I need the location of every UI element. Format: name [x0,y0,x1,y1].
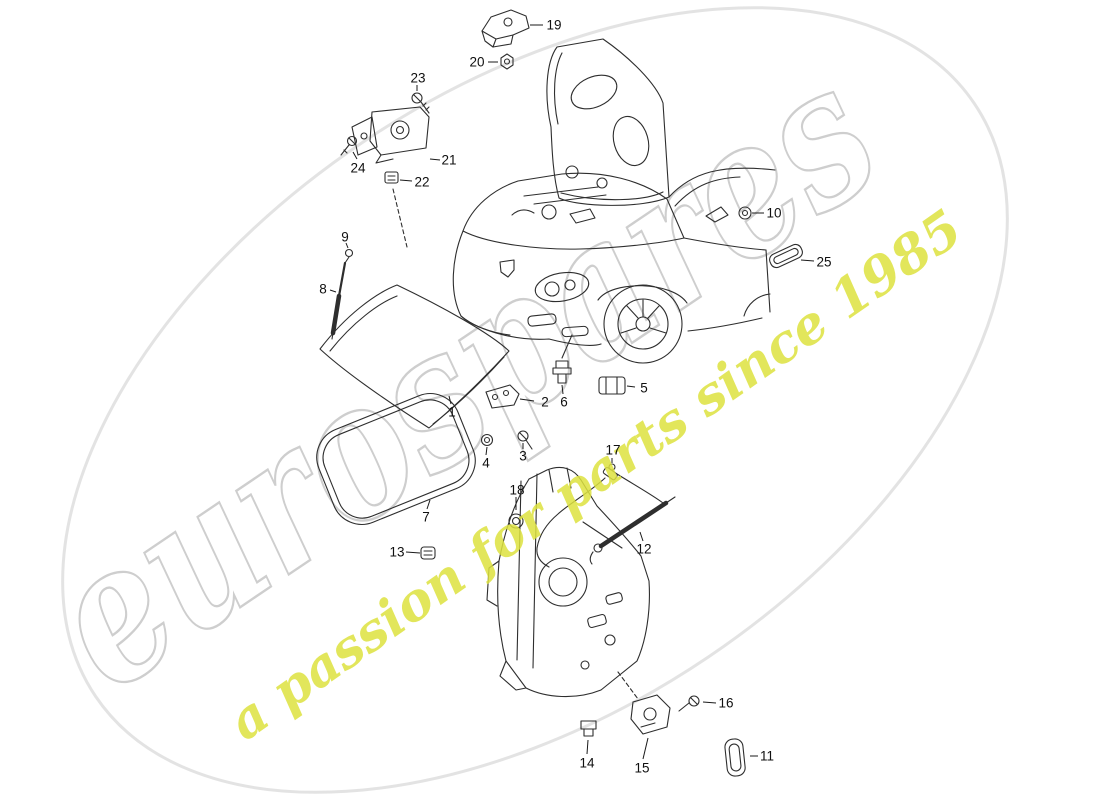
gas-strut-part-8-with-stud-9 [330,248,354,340]
part-callout-6[interactable]: 6 [560,395,568,410]
buffer-part-6 [552,334,573,384]
grommet-part-10 [738,206,752,220]
callout-leader-24 [352,151,358,160]
part-callout-8[interactable]: 8 [319,282,327,297]
screw-part-24 [340,135,358,156]
part-callout-7[interactable]: 7 [422,510,430,525]
bracket-part-2 [485,384,520,409]
part-callout-1[interactable]: 1 [448,405,456,420]
callout-leader-21 [429,158,441,161]
callout-leader-13 [405,551,421,554]
part-callout-14[interactable]: 14 [579,756,595,771]
callout-leader-15 [642,737,649,760]
body-cowl-illustration [486,466,650,700]
part-callout-19[interactable]: 19 [546,18,561,33]
callout-leader-12 [639,531,644,542]
part-callout-25[interactable]: 25 [816,255,831,270]
hood-lock-part-21 [351,106,430,164]
buffer-part-14 [580,720,597,737]
release-rod-part-12 [589,496,676,565]
callout-leader-16 [702,701,717,704]
callout-leader-1 [448,395,452,405]
plate-part-5 [598,376,626,395]
part-callout-22[interactable]: 22 [414,175,429,190]
hood-panel-part-1 [319,284,510,429]
callout-leader-25 [800,259,815,262]
release-cable-part-17 [536,463,664,568]
part-callout-5[interactable]: 5 [640,381,648,396]
hood-latch-part-15 [630,694,671,735]
callout-leader-2 [519,398,535,402]
part-callout-11[interactable]: 11 [760,749,774,764]
callout-leader-6 [561,384,564,395]
open-hood-illustration [546,38,670,206]
pad-part-11 [724,738,746,777]
screw-part-16 [678,695,700,712]
callout-leader-4 [485,446,488,456]
callout-leader-5 [626,385,636,388]
part-callout-21[interactable]: 21 [441,153,456,168]
ball-stud-part-9 [344,248,354,258]
part-callout-2[interactable]: 2 [541,395,549,410]
part-callout-17[interactable]: 17 [605,443,620,458]
clip-part-22 [384,171,408,248]
clip-part-13 [420,546,436,560]
screw-part-3 [517,430,533,450]
part-callout-18[interactable]: 18 [509,483,524,498]
part-callout-4[interactable]: 4 [482,456,490,471]
part-callout-16[interactable]: 16 [718,696,733,711]
part-callout-13[interactable]: 13 [389,545,404,560]
part-callout-12[interactable]: 12 [636,542,651,557]
part-callout-10[interactable]: 10 [766,206,781,221]
screw-part-23 [411,92,430,114]
hood-hinge-part-19 [481,9,530,48]
callout-leader-8 [329,289,337,293]
hinge-nut-part-20 [500,53,514,70]
part-callout-3[interactable]: 3 [519,449,527,464]
hood-seal-part-7 [316,393,476,525]
grommet-part-4 [480,433,494,447]
callout-leader-9 [345,242,349,249]
part-callout-20[interactable]: 20 [469,55,484,70]
part-callout-9[interactable]: 9 [341,230,349,245]
callout-leader-14 [586,739,589,755]
part-callout-24[interactable]: 24 [350,161,366,176]
front-wheel-illustration [603,284,683,364]
part-callout-23[interactable]: 23 [410,71,425,86]
part-callout-15[interactable]: 15 [634,761,649,776]
callout-leader-22 [399,179,413,182]
callout-leader-7 [426,499,431,510]
car-body-illustration [452,167,776,346]
trim-pad-part-25 [769,243,803,269]
